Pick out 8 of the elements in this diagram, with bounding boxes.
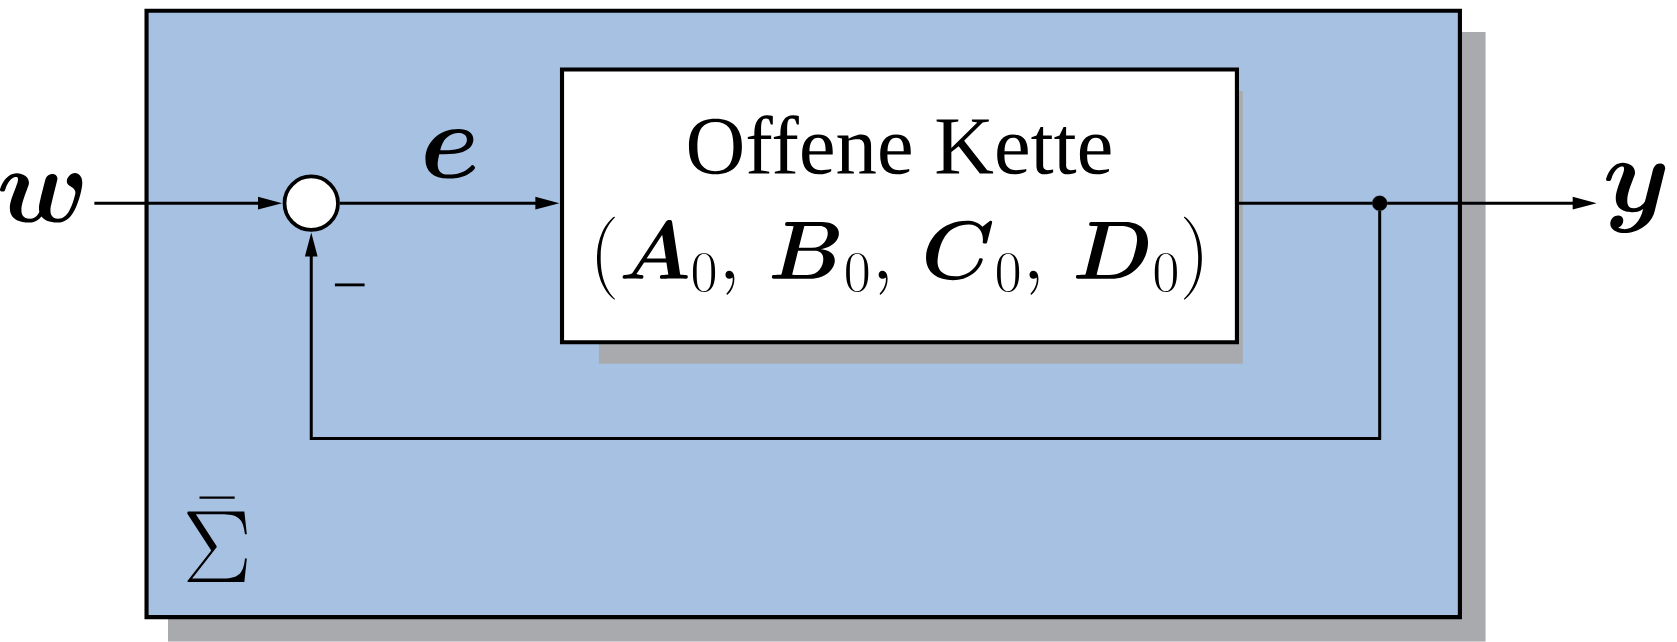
summing-junction (282, 174, 340, 232)
block-box: Offene Kette $(\boldsymbol{A}_0,\, \boldsymbol{B}_0,\, \boldsymbol{C}_0,\, \boldsymbol{D}_0)$ (559, 67, 1239, 345)
branch-point (1372, 195, 1388, 211)
sign-label: – (334, 283, 365, 287)
signal-label: w (0, 173, 83, 223)
edge-label: $\boldsymbol{e}$ (425, 129, 476, 179)
signal-label: y (1606, 162, 1666, 234)
arrow (304, 210, 1382, 441)
